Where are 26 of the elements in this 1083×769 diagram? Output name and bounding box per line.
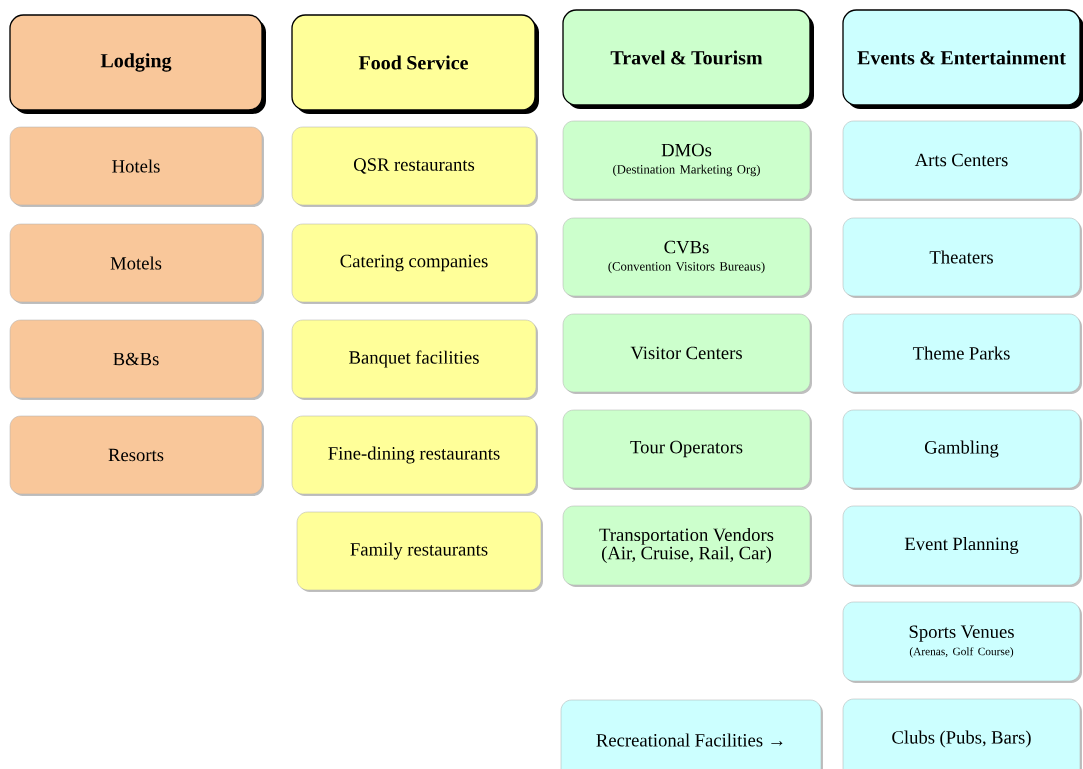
category-item-box: CVBs (Convention Visitors Bureaus): [562, 217, 812, 298]
category-item-box: Gambling: [842, 409, 1082, 490]
category-item-box: Sports Venues (Arenas, Golf Course): [842, 601, 1082, 683]
category-item-box: QSR restaurants: [291, 126, 538, 207]
category-header: Events & Entertainment: [842, 9, 1083, 109]
category-item-box: B&Bs: [9, 319, 264, 400]
category-item-box: Fine-dining restaurants: [291, 415, 538, 496]
category-item-box: Transportation Vendors (Air, Cruise, Rail, Car): [562, 505, 812, 587]
category-item-box: Clubs (Pubs, Bars): [842, 698, 1082, 769]
category-item-box: Banquet facilities: [291, 319, 538, 400]
category-item-box: Catering companies: [291, 223, 538, 304]
category-item-box: Arts Centers: [842, 120, 1082, 201]
category-item-box: Motels: [9, 223, 264, 304]
category-header: Food Service: [291, 14, 539, 114]
category-item-box: Resorts: [9, 415, 264, 496]
category-item-box: Tour Operators: [562, 409, 812, 490]
category-item-box: Recreational Facilities →: [560, 699, 823, 769]
category-header: Lodging: [9, 14, 266, 114]
category-header: Travel & Tourism: [562, 9, 814, 109]
category-item-box: Theaters: [842, 217, 1082, 298]
category-item-box: Event Planning: [842, 505, 1082, 587]
category-item-box: Hotels: [9, 126, 264, 207]
category-item-box: Family restaurants: [296, 511, 543, 592]
category-item-box: Visitor Centers: [562, 313, 812, 394]
category-item-box: DMOs (Destination Marketing Org): [562, 120, 812, 201]
category-item-box: Theme Parks: [842, 313, 1082, 394]
